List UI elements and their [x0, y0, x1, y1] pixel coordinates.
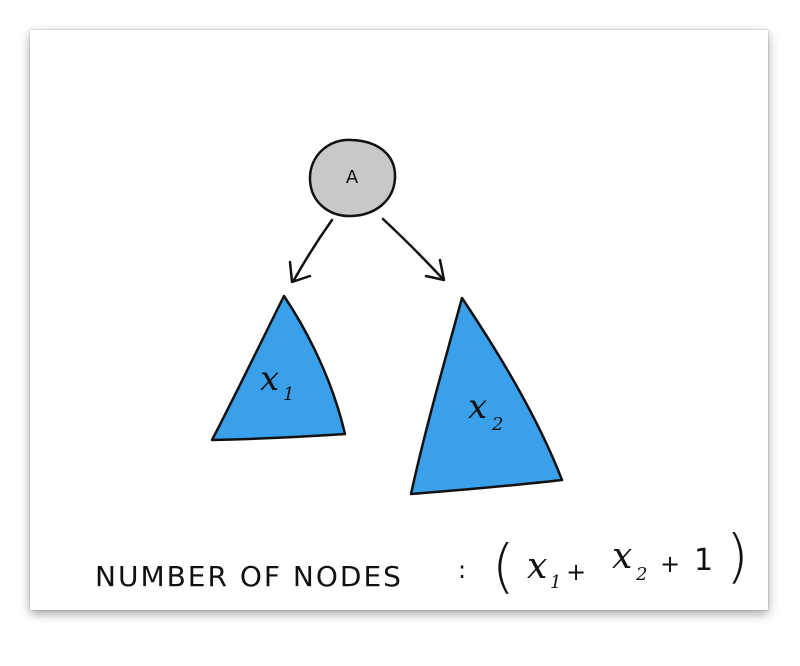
caption-open-paren: ( [492, 532, 515, 600]
caption: NUMBER OF NODES : ( x 1 + x 2 + 1 ) [95, 522, 749, 600]
caption-plus-1: + [566, 558, 586, 586]
arrow-left [288, 218, 334, 284]
caption-term1-sub: 1 [550, 572, 561, 593]
right-subtree-sub: 2 [491, 414, 503, 435]
left-subtree-sub: 1 [283, 384, 294, 405]
caption-one: 1 [694, 543, 713, 578]
caption-plus-2: + [660, 550, 680, 578]
caption-label: NUMBER OF NODES [95, 560, 403, 593]
caption-term2-var: x [612, 536, 632, 577]
caption-term1-var: x [527, 546, 547, 587]
root-node: A [308, 138, 397, 218]
caption-close-paren: ) [726, 522, 749, 590]
right-subtree-var: x [468, 387, 487, 427]
root-label: A [346, 167, 359, 188]
left-subtree: x 1 [210, 294, 347, 442]
card [30, 30, 768, 610]
arrow-right [381, 217, 446, 282]
caption-separator: : [458, 556, 466, 584]
caption-term2-sub: 2 [635, 564, 647, 585]
right-subtree: x 2 [409, 296, 564, 496]
left-subtree-var: x [260, 359, 279, 399]
